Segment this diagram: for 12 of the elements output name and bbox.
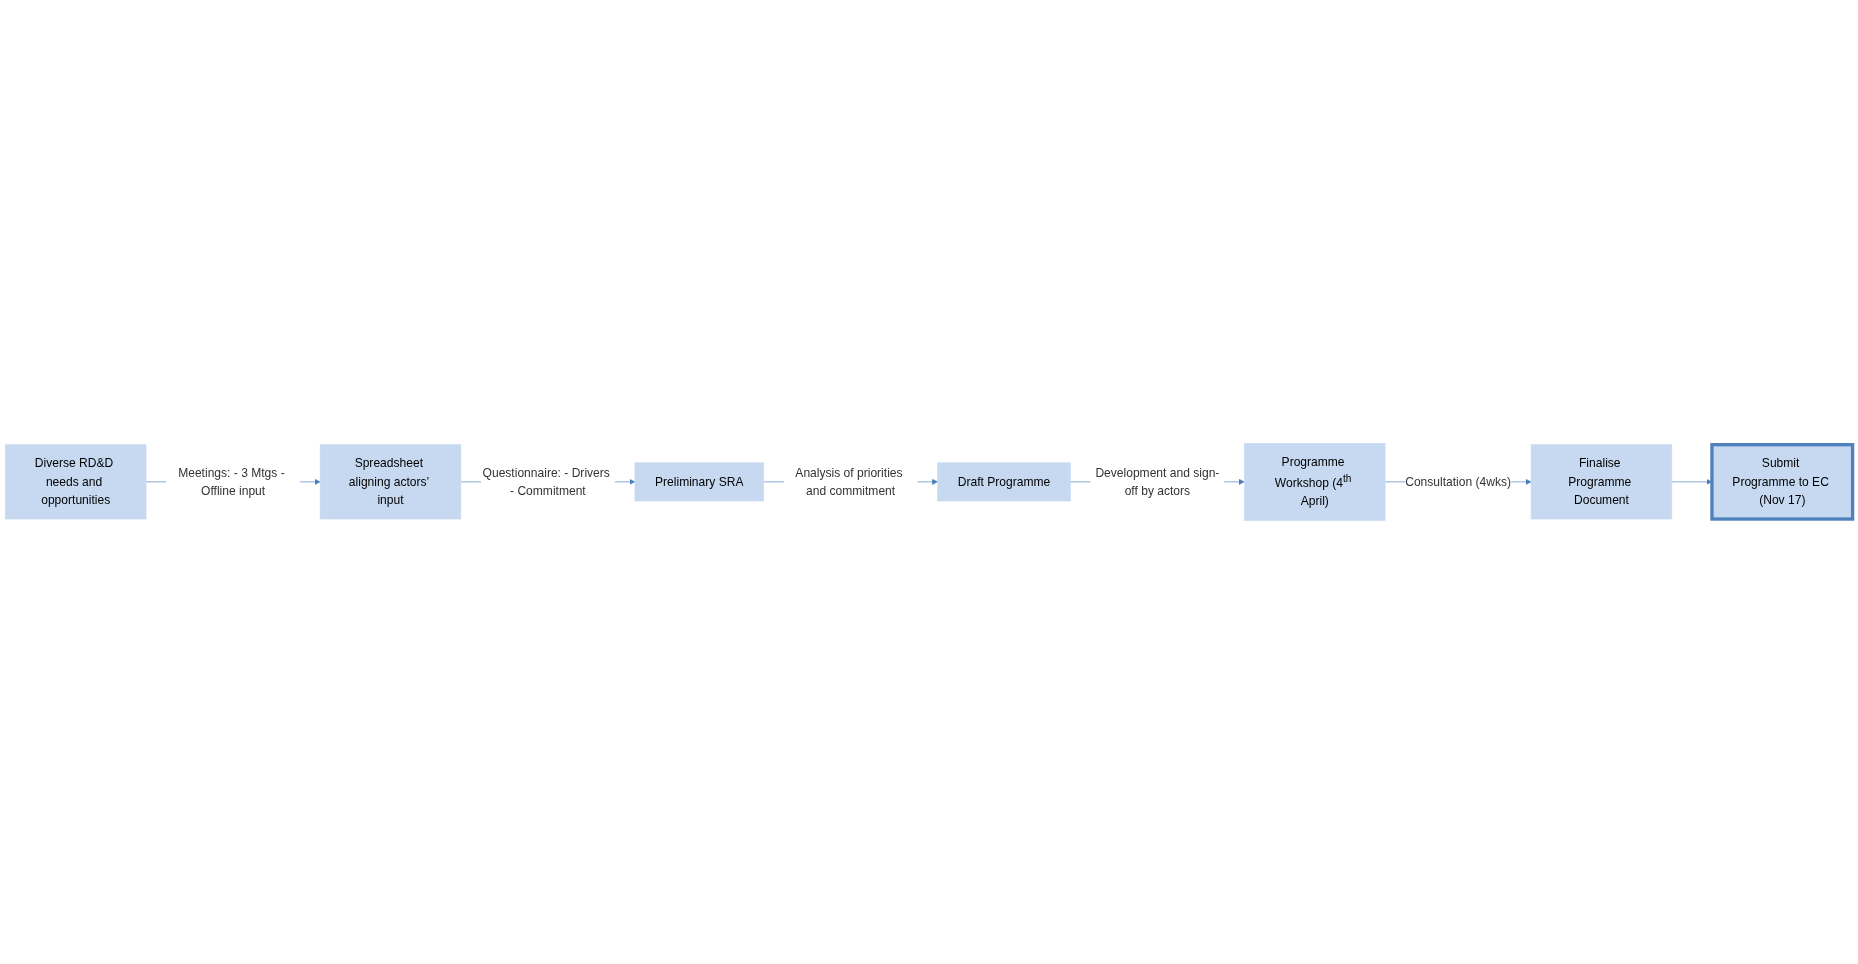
edge-label: Analysis of priorities and commitment xyxy=(795,465,903,498)
node-box: Preliminary SRA xyxy=(634,462,764,502)
node-box: Draft Programme xyxy=(937,462,1071,502)
node-box: Submit Programme to EC (Nov 17) xyxy=(1710,443,1855,521)
node-box: Spreadsheet aligning actors’ input xyxy=(319,444,462,520)
edge-label: Meetings: - 3 Mtgs - Offline input xyxy=(178,465,285,498)
edge-label: Questionnaire: - Drivers - Commitment xyxy=(482,465,610,498)
edge-label: Consultation (4wks) xyxy=(1405,474,1512,489)
node-box: Finalise Programme Document xyxy=(1530,444,1673,520)
node-box: Programme Workshop (4$^{th}$ April) xyxy=(1244,443,1386,521)
edge-label: Development and sign-off by actors xyxy=(1095,465,1220,498)
node-box: Diverse RD&D needs and opportunities xyxy=(5,444,147,520)
